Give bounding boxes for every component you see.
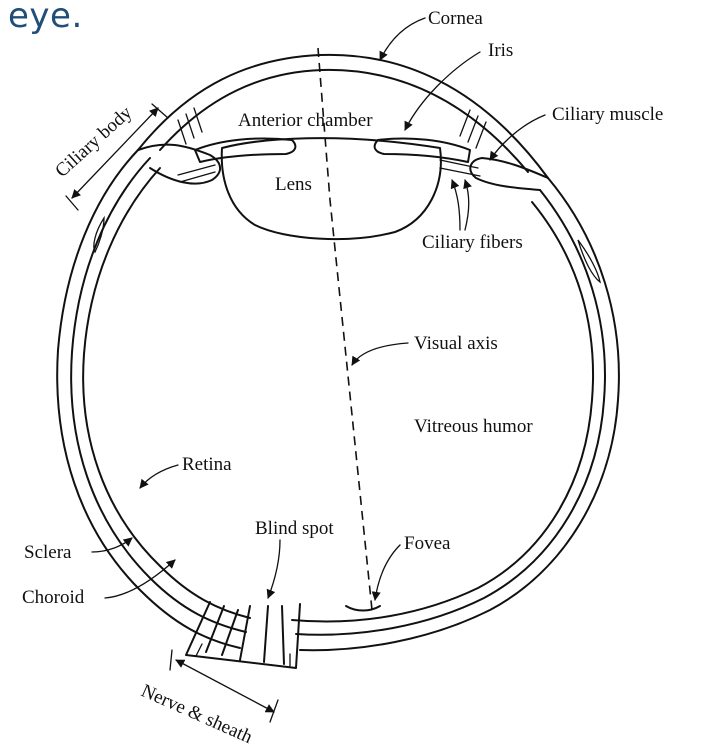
lens bbox=[222, 138, 441, 239]
label-fovea: Fovea bbox=[404, 533, 451, 554]
eyeball-walls bbox=[57, 145, 619, 651]
label-ciliary-body: Ciliary body bbox=[51, 102, 136, 182]
label-ciliary-muscle: Ciliary muscle bbox=[552, 104, 663, 125]
label-cornea: Cornea bbox=[428, 8, 483, 29]
fovea-leader bbox=[375, 545, 400, 600]
label-visual-axis: Visual axis bbox=[414, 333, 498, 354]
retina-leader bbox=[140, 465, 178, 488]
iris-leader bbox=[405, 52, 480, 130]
ciliary-fibers-leader-1 bbox=[452, 180, 460, 230]
label-sclera: Sclera bbox=[24, 542, 72, 563]
label-iris: Iris bbox=[488, 40, 513, 61]
visual-axis-leader bbox=[352, 343, 408, 365]
label-retina: Retina bbox=[182, 454, 232, 475]
label-nerve-sheath: Nerve & sheath bbox=[138, 680, 256, 748]
sclera-wall bbox=[57, 150, 619, 650]
label-choroid: Choroid bbox=[22, 587, 85, 608]
label-ciliary-fibers: Ciliary fibers bbox=[422, 232, 523, 253]
label-vitreous-humor: Vitreous humor bbox=[414, 416, 533, 437]
label-blind-spot: Blind spot bbox=[255, 518, 334, 539]
ciliary-fibers-leader-2 bbox=[465, 180, 469, 230]
blind-spot-leader bbox=[268, 540, 280, 598]
label-anterior-chamber: Anterior chamber bbox=[238, 110, 373, 131]
choroid-wall bbox=[71, 158, 605, 635]
label-lens: Lens bbox=[275, 174, 312, 195]
cornea-leader bbox=[380, 18, 425, 60]
iris bbox=[195, 138, 470, 162]
fovea-pit bbox=[346, 606, 380, 611]
